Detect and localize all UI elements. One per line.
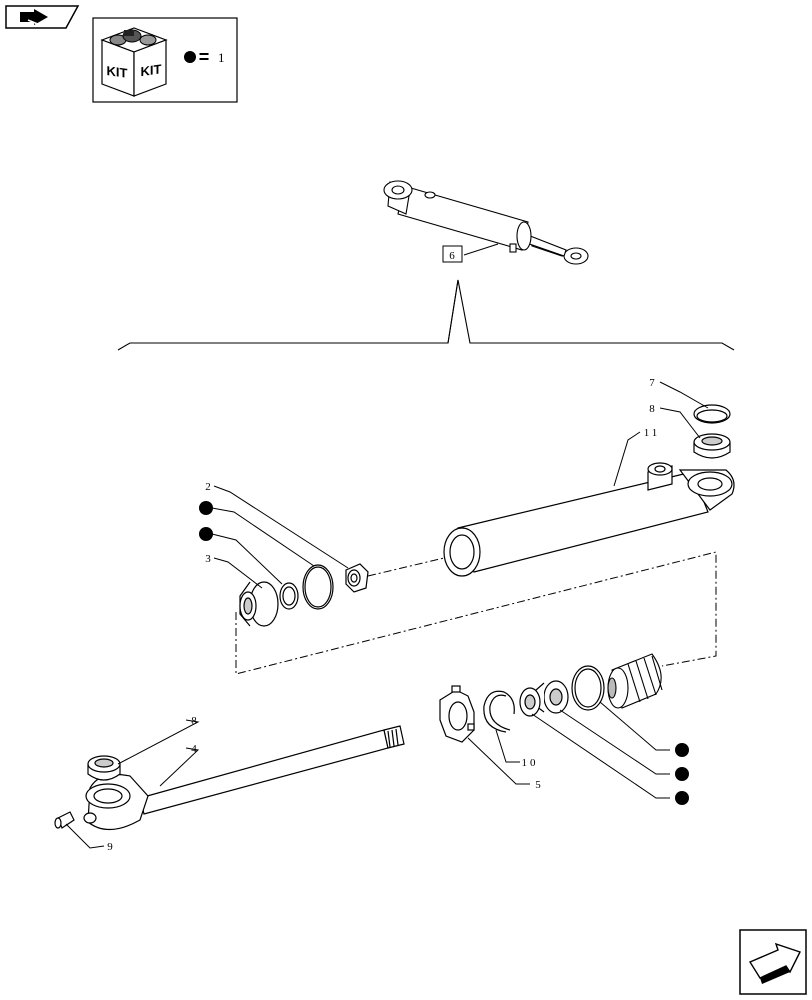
callout-9: 9 [107, 841, 113, 853]
callout-8-top: 8 [649, 403, 655, 415]
o-ring-large [302, 564, 334, 610]
kit-label-right: KIT [141, 61, 162, 79]
lock-washer-part-5 [439, 685, 475, 743]
cylinder-barrel-drawing [443, 462, 735, 577]
callout-5: 5 [535, 779, 541, 791]
kit-bullet-icon [675, 767, 689, 781]
kit-bullet-icon [184, 51, 196, 63]
previous-page-icon[interactable] [5, 5, 80, 29]
callout-labels: 7 8 11 2 3 8 4 9 10 5 [107, 377, 661, 853]
kit-legend: KIT KIT = 1 [92, 17, 238, 103]
callout-3: 3 [205, 553, 211, 565]
piston-rod-part-4 [83, 725, 405, 831]
bushing-right [535, 680, 569, 714]
callout-11: 11 [644, 427, 661, 439]
kit-label-left: KIT [107, 63, 128, 81]
piston-seal-pack [607, 653, 663, 709]
kit-box-icon [100, 27, 168, 97]
callout-10: 10 [522, 757, 539, 769]
next-page-icon[interactable] [739, 929, 807, 995]
seal-ring-small [279, 582, 299, 610]
assembly-lines [235, 551, 717, 675]
leader-lines [65, 381, 709, 849]
callout-8-left: 8 [191, 715, 197, 727]
assembly-ref-box: 6 [442, 245, 463, 263]
piston-head-part-3 [239, 581, 279, 627]
kit-bullets [199, 501, 689, 805]
assembled-cylinder-drawing [383, 180, 589, 265]
kit-bullet-icon [199, 527, 213, 541]
assembly-ref-label: 6 [449, 250, 455, 262]
retaining-ring-part-10 [483, 690, 515, 733]
callout-7: 7 [649, 377, 655, 389]
callout-4: 4 [191, 743, 197, 755]
nut-part-2 [345, 563, 369, 593]
bushing-part-8-left [87, 755, 121, 781]
kit-bullet-icon [675, 791, 689, 805]
kit-bullet-icon [675, 743, 689, 757]
snap-ring-part-7 [693, 404, 731, 424]
bushing-part-8-top [693, 433, 731, 459]
grease-fitting-part-9 [54, 811, 75, 829]
exploded-view-bracket [117, 279, 735, 351]
bushing-right-small [519, 687, 541, 717]
kit-bullet-icon [199, 501, 213, 515]
kit-equals: = [199, 47, 210, 67]
callout-2: 2 [205, 481, 211, 493]
o-ring-right [571, 665, 605, 711]
kit-quantity: 1 [218, 50, 225, 65]
